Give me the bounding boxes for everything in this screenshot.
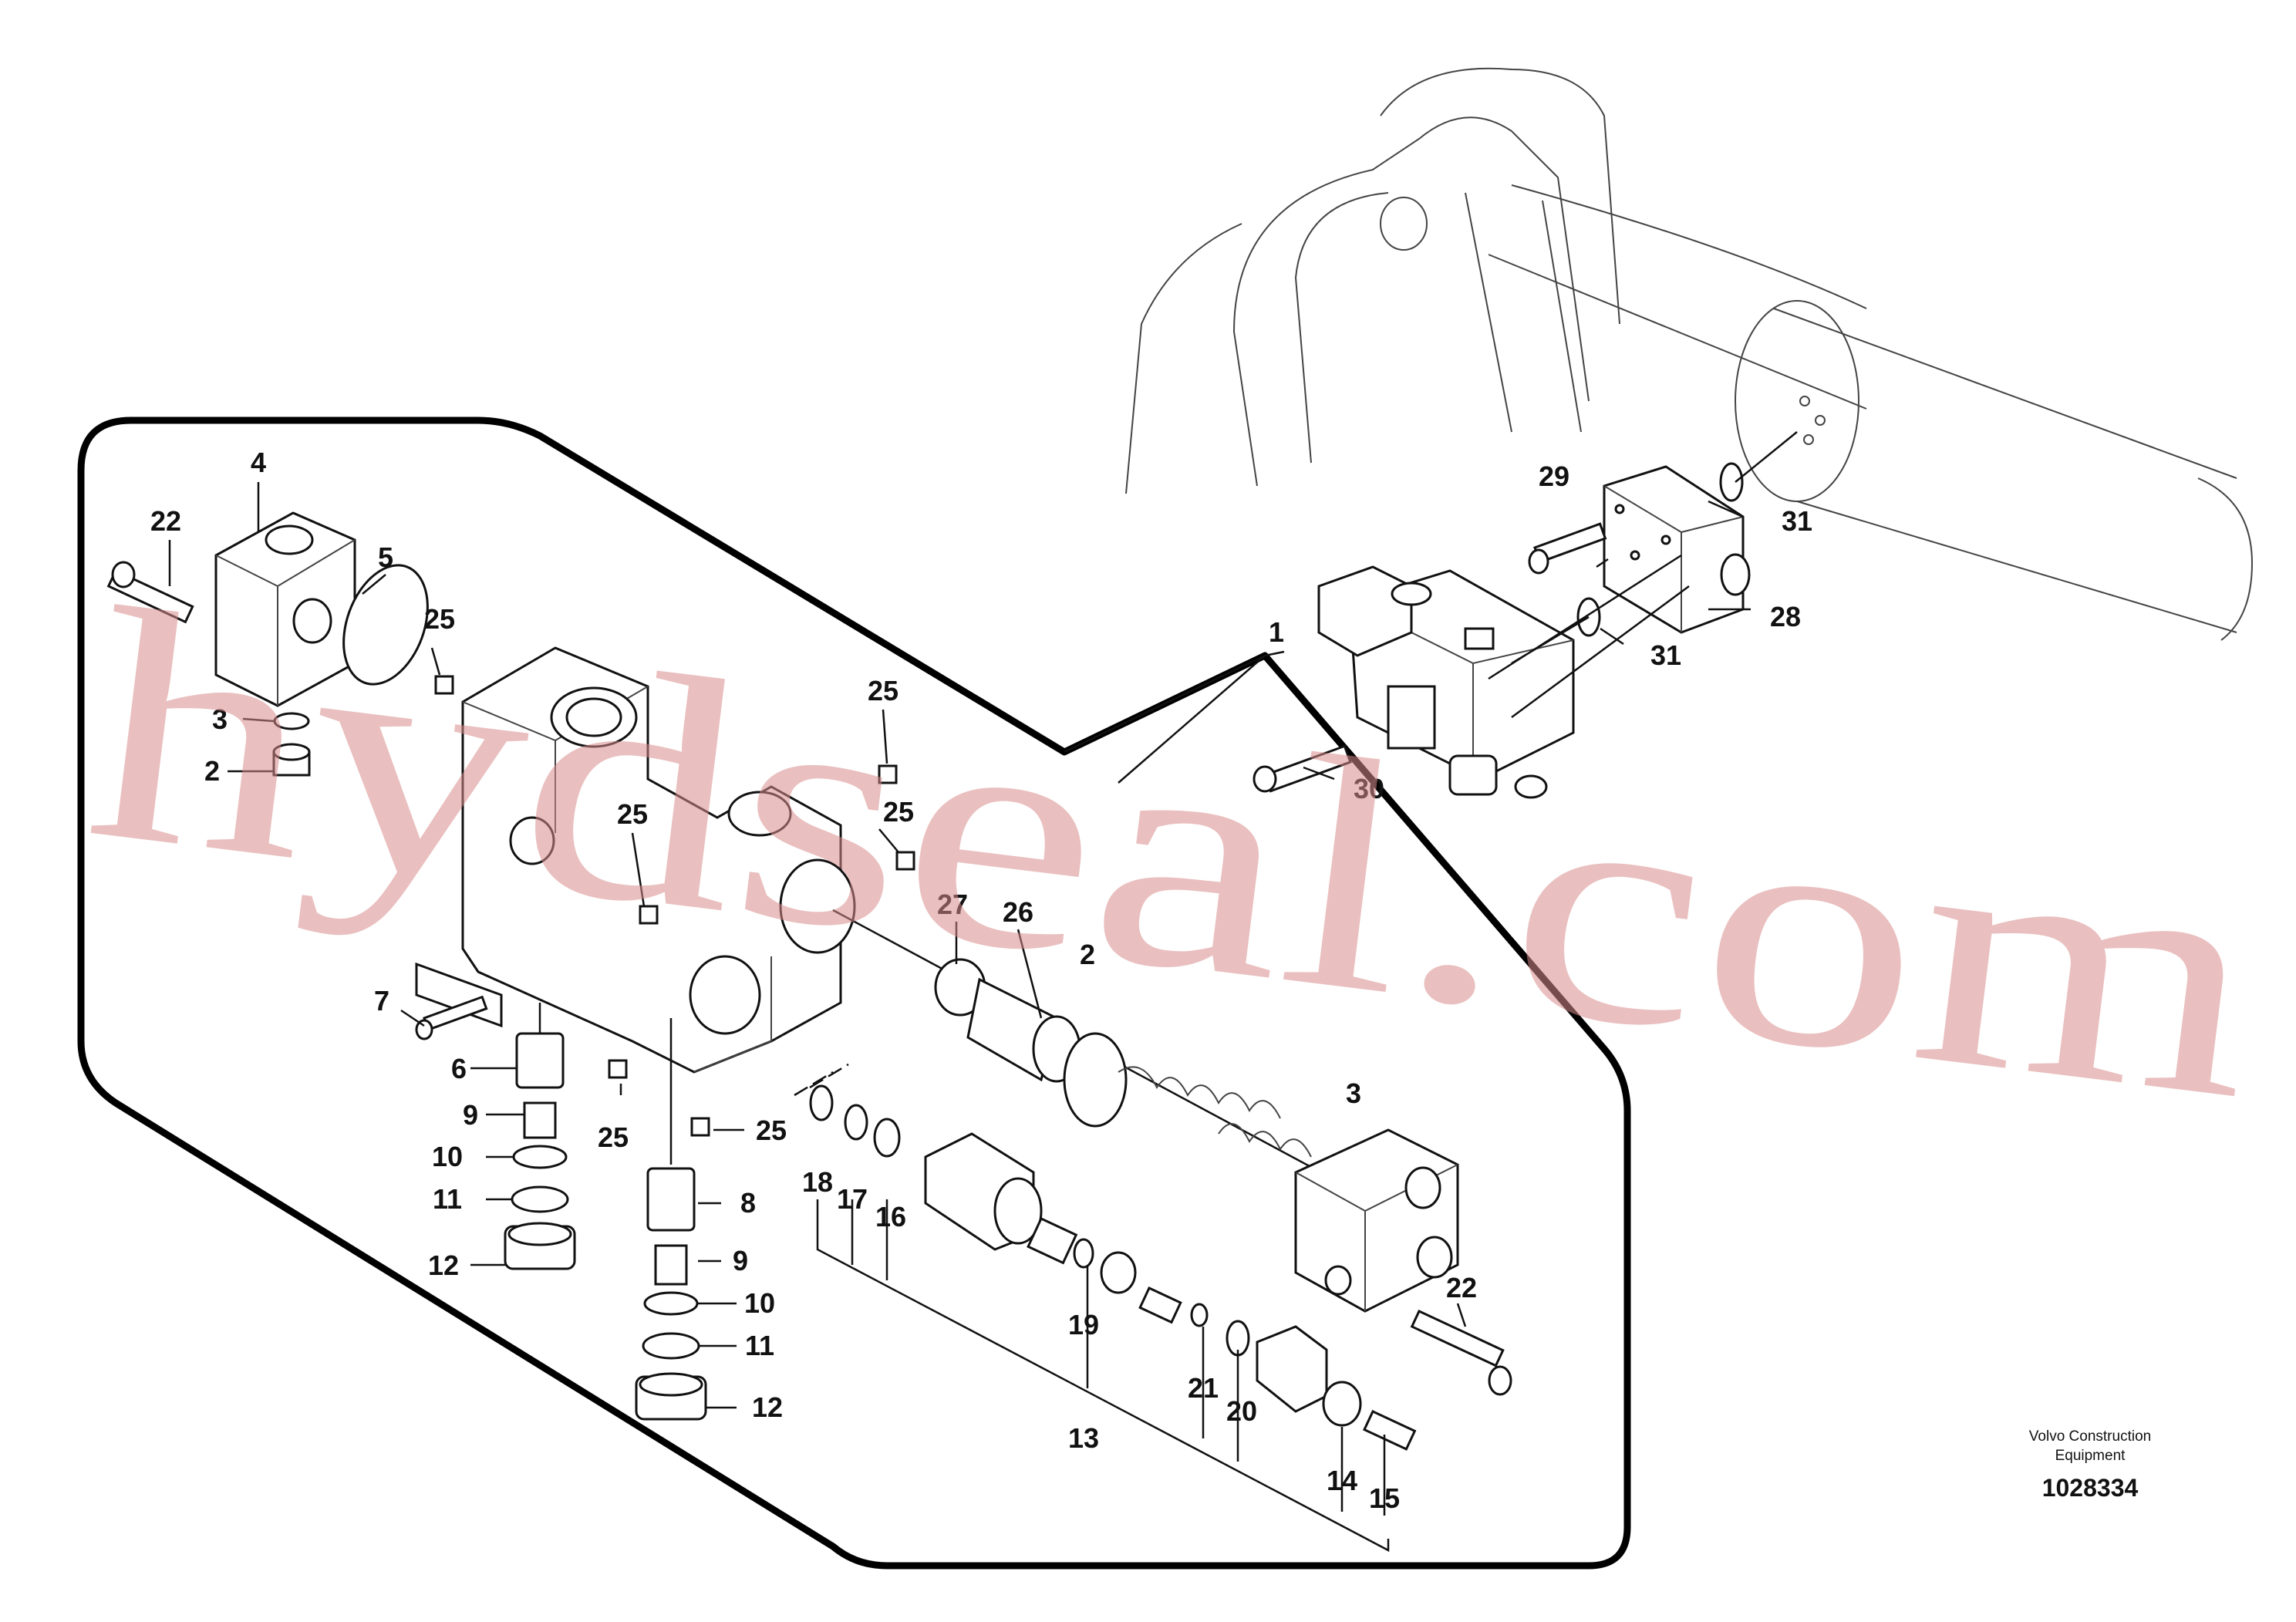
plug-2-left [272,743,311,777]
detail-frame [77,416,1631,1570]
relief-stack-left [504,1003,576,1270]
drawing-number: 1028334 [2042,1474,2139,1502]
o-ring-3-left [273,712,310,730]
callout-25-f: 25 [756,1114,787,1146]
o-ring-31-top [1719,462,1744,502]
callout-12-center: 12 [752,1391,783,1423]
leader-1 [1064,650,1285,784]
spool-assembly [832,909,1459,1313]
callout-12-left: 12 [428,1249,459,1281]
callout-9-left: 9 [463,1099,478,1131]
callout-16: 16 [875,1201,906,1233]
callout-22-left: 22 [150,505,181,537]
manufacturer-name: Volvo Construction [2029,1428,2151,1445]
callout-25-b: 25 [868,675,899,706]
valve-body [415,646,856,1074]
valve-1 [1317,565,1575,799]
callout-10-left: 10 [432,1141,463,1172]
callout-7: 7 [374,985,389,1017]
callout-20: 20 [1226,1395,1257,1427]
callout-14: 14 [1327,1465,1357,1496]
callout-21: 21 [1188,1372,1219,1404]
callout-25-a: 25 [424,603,455,635]
callout-4: 4 [251,447,266,478]
callout-25-e: 25 [598,1121,629,1153]
callout-30: 30 [1354,773,1384,804]
callout-26: 26 [1003,896,1033,928]
drawing-caption: Volvo Construction Equipment 1028334 [2029,1428,2151,1502]
o-ring-5 [342,564,429,686]
watermark-text: hydseal.com [73,539,2277,1168]
callout-29: 29 [1539,460,1569,492]
screw-22-left [106,561,194,624]
callout-17: 17 [837,1183,868,1215]
callout-22-right: 22 [1446,1272,1477,1303]
relief-stack-center [635,1018,707,1421]
block-28 [1603,465,1751,634]
callout-5: 5 [378,541,393,573]
callout-11-left: 11 [433,1183,462,1215]
check-valve-assembly [794,1063,1417,1451]
manufacturer-name-line2: Equipment [2055,1448,2126,1464]
callout-1: 1 [1269,616,1284,648]
callout-11-center: 11 [745,1330,774,1361]
callout-6: 6 [451,1053,467,1084]
assembly-guide-lines [1488,431,1798,719]
callout-27: 27 [937,889,968,920]
callout-25-d: 25 [617,798,648,830]
callout-8: 8 [740,1187,756,1219]
cover-4 [214,511,356,707]
excavator-arm-illustration [1125,67,2254,641]
screw-7 [415,995,488,1040]
callout-13: 13 [1068,1422,1099,1454]
callout-31-top: 31 [1782,505,1812,537]
callout-3-right: 3 [1346,1077,1361,1109]
callout-2-left: 2 [204,755,220,787]
assembly-brackets [816,1199,1390,1553]
callout-10-center: 10 [744,1287,775,1319]
callout-9-center: 9 [733,1245,748,1276]
screw-29 [1528,522,1607,575]
callout-31-bottom: 31 [1650,639,1681,671]
callout-28: 28 [1770,601,1801,632]
callout-15: 15 [1369,1482,1400,1514]
o-ring-large [1063,1032,1128,1128]
callout-3-left: 3 [212,703,228,735]
screw-22-right [1410,1310,1512,1396]
callout-25-c: 25 [883,796,914,828]
callout-labels: 1 4 22 5 25 3 2 25 25 25 27 26 7 6 9 10 … [150,447,1812,1514]
plugs-25 [434,675,915,1137]
callout-leaders [168,482,1751,1409]
callout-2-right: 2 [1080,939,1095,970]
callout-19: 19 [1068,1309,1099,1340]
callout-18: 18 [802,1166,833,1198]
